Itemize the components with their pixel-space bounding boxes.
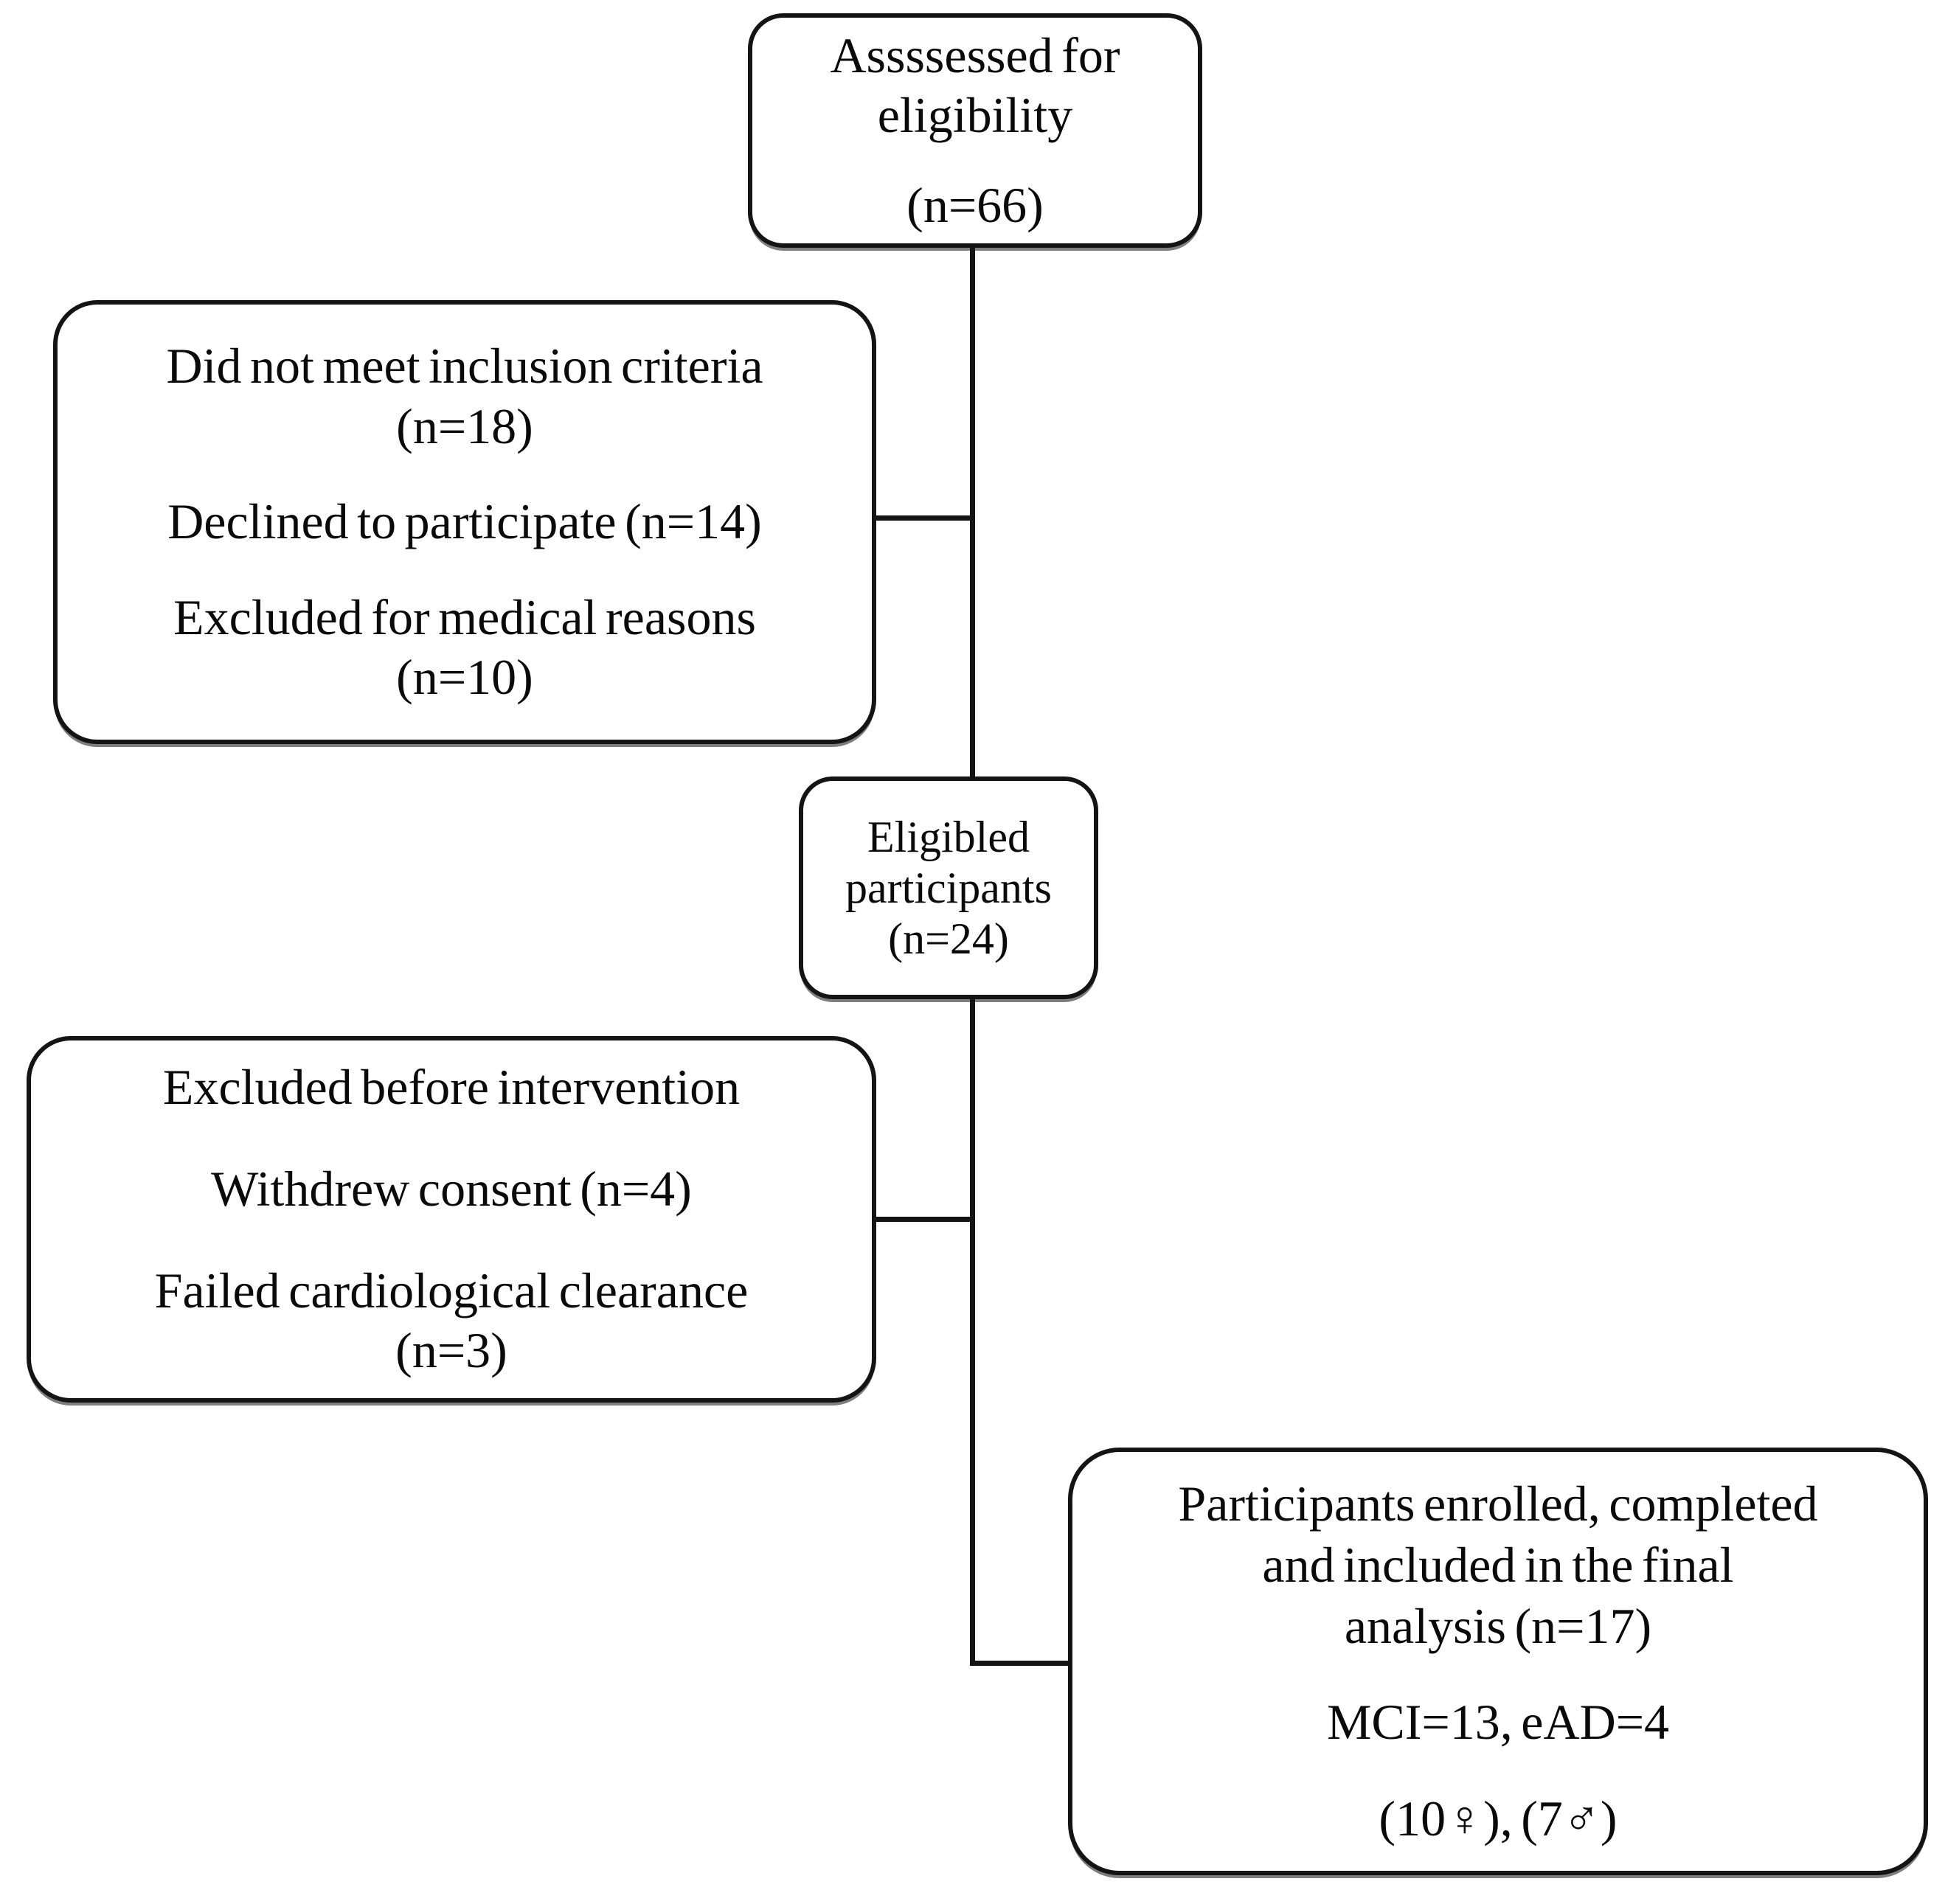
text-paragraph: Failed cardiological clearance (n=3) (155, 1261, 749, 1381)
text-paragraph: Withdrew consent (n=4) (211, 1159, 692, 1220)
text-line: Failed cardiological clearance (154, 1262, 749, 1318)
text-paragraph: Eligibled participants (n=24) (845, 812, 1052, 965)
connector-excluded-screening (876, 515, 973, 521)
text-line: (10♀), (7♂) (1379, 1790, 1618, 1847)
text-paragraph: (n=66) (906, 176, 1044, 236)
connector-excluded-before-intervention (876, 1217, 973, 1222)
text-paragraph: Assssessed for eligibility (830, 26, 1120, 146)
text-paragraph: Declined to participate (n=14) (167, 492, 762, 552)
text-paragraph: (10♀), (7♂) (1379, 1788, 1617, 1849)
text-line: analysis (n=17) (1344, 1597, 1652, 1654)
text-line: Excluded before intervention (162, 1059, 741, 1116)
text-line: eligibility (877, 87, 1073, 144)
text-paragraph: Did not meet inclusion criteria (n=18) (166, 336, 763, 456)
node-excluded-before-intervention: Excluded before intervention Withdrew co… (27, 1036, 876, 1403)
text-line: Did not meet inclusion criteria (166, 338, 763, 395)
text-line: Excluded for medical reasons (173, 588, 756, 645)
text-line: and included in the final (1262, 1536, 1734, 1593)
text-line: (n=3) (395, 1322, 507, 1379)
node-final-analysis: Participants enrolled, completed and inc… (1068, 1448, 1928, 1875)
node-excluded-at-screening: Did not meet inclusion criteria (n=18) D… (53, 300, 876, 744)
text-line: (n=66) (906, 176, 1044, 233)
text-line: Declined to participate (n=14) (167, 493, 762, 550)
text-line: (n=24) (888, 914, 1009, 963)
text-line: (n=18) (396, 397, 533, 454)
node-eligible-participants: Eligibled participants (n=24) (799, 776, 1098, 999)
text-line: MCI=13, eAD=4 (1326, 1694, 1670, 1751)
connector-final-analysis (970, 1661, 1073, 1666)
text-line: Eligibled (867, 812, 1030, 861)
text-line: Withdrew consent (n=4) (211, 1160, 692, 1217)
text-paragraph: Excluded for medical reasons (n=10) (173, 588, 756, 708)
text-paragraph: Excluded before intervention (163, 1057, 740, 1118)
text-line: participants (845, 863, 1052, 912)
text-line: Assssessed for (830, 27, 1120, 83)
node-assessed-for-eligibility: Assssessed for eligibility (n=66) (748, 13, 1202, 248)
text-paragraph: Participants enrolled, completed and inc… (1178, 1473, 1817, 1657)
text-line: (n=10) (396, 649, 533, 706)
text-line: Participants enrolled, completed (1178, 1475, 1818, 1532)
text-paragraph: MCI=13, eAD=4 (1327, 1692, 1669, 1753)
